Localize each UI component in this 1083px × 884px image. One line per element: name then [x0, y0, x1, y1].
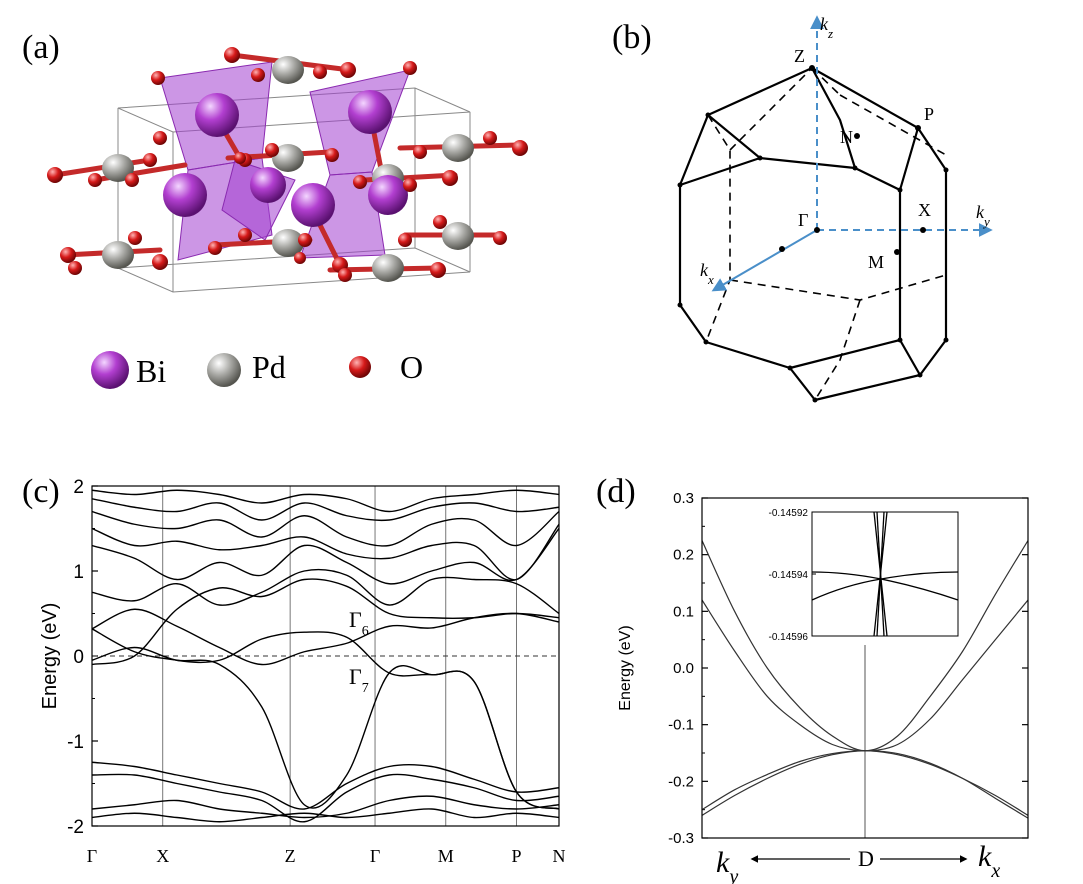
bi-legend-icon [91, 351, 129, 389]
d-ytick-label: 0.1 [673, 603, 694, 620]
c-ytick-label: 1 [73, 562, 84, 583]
kz-axis-label: kz [820, 14, 833, 41]
gamma6-label: Γ6 [349, 607, 369, 639]
bz-points [677, 65, 949, 403]
d-ytick-label: -0.2 [668, 773, 694, 790]
o-atoms [47, 47, 528, 282]
c-band-line [92, 523, 559, 581]
c-band-line [92, 510, 559, 547]
point-x-label: X [918, 200, 931, 220]
o-legend-label: O [400, 349, 423, 385]
point-gamma-label: Γ [798, 210, 808, 230]
d-ytick-label: -0.1 [668, 717, 694, 734]
panel-c-label: (c) [22, 473, 60, 510]
c-band-line [92, 498, 559, 522]
bz-solid-edges [678, 66, 948, 402]
inset-yticks: -0.14592 -0.14594 -0.14596 [769, 508, 816, 643]
d-band-line [702, 750, 1028, 819]
d-right-label: kx [978, 840, 1000, 882]
c-band-line [92, 568, 559, 615]
bi-legend-label: Bi [136, 353, 166, 389]
panel-a: (a) [22, 29, 528, 389]
c-ytick-label: -1 [67, 732, 84, 753]
c-kpoint-label: X [156, 846, 169, 866]
c-ytick-label: 2 [73, 477, 84, 498]
panel-a-label: (a) [22, 29, 60, 66]
o-legend-icon [349, 356, 371, 378]
panel-b: (b) [612, 14, 993, 403]
gamma7-label: Γ7 [349, 664, 369, 696]
panel-c-bands [92, 489, 559, 823]
c-band-line [92, 628, 559, 810]
d-left-label: ky [716, 846, 738, 884]
c-band-line [92, 761, 559, 810]
c-ytick-label: -2 [67, 817, 84, 838]
bz-dashed-edges [705, 67, 947, 401]
c-kpoint-label: Z [285, 846, 296, 866]
panel-c-yticks: -2 -1 0 1 2 [67, 477, 98, 838]
panel-d-bands [702, 540, 1028, 819]
bz-axes [711, 15, 993, 292]
c-kpoint-label: N [553, 846, 566, 866]
kx-axis-label: kx [700, 260, 714, 287]
c-band-line [92, 528, 559, 585]
panel-d-frame [701, 497, 1029, 839]
panel-c: (c) Energy (eV) -2 -1 0 1 2 Γ X Z Γ M P N Γ6 Γ7 [22, 473, 566, 866]
inset-ytick-label: -0.14594 [769, 570, 809, 581]
point-p-label: P [924, 104, 934, 124]
c-kpoint-label: Γ [87, 846, 97, 866]
panel-d-label: (d) [596, 473, 636, 510]
c-band-line [92, 578, 559, 666]
d-ytick-label: -0.3 [668, 830, 694, 847]
panel-d-inset: -0.14592 -0.14594 -0.14596 [769, 508, 959, 643]
d-center-label: D [858, 846, 874, 871]
panel-c-frame [91, 485, 560, 827]
c-kpoint-label: P [512, 846, 522, 866]
panel-c-ylabel: Energy (eV) [39, 603, 61, 710]
c-band-line [92, 808, 559, 823]
point-n-label: N [840, 127, 853, 147]
c-band-line [92, 795, 559, 819]
c-band-line [92, 489, 559, 513]
bi-atoms [163, 90, 408, 227]
point-z-label: Z [794, 46, 805, 66]
point-m-label: M [868, 252, 884, 272]
panel-d-ylabel: Energy (eV) [617, 625, 634, 710]
inset-ytick-label: -0.14592 [769, 508, 809, 519]
atom-legend: Bi Pd O [91, 349, 423, 389]
pd-legend-icon [207, 353, 241, 387]
d-ytick-label: 0.2 [673, 547, 694, 564]
pd-atoms [102, 56, 474, 282]
brillouin-zone: kz ky kx Z P N Γ X M [677, 14, 993, 403]
c-band-line [92, 773, 559, 823]
pd-legend-label: Pd [252, 349, 286, 385]
crystal-structure [47, 47, 528, 293]
panel-d: (d) Energy (eV) -0.3 -0.2 -0.1 0.0 0.1 0.2 0.3… [596, 473, 1029, 884]
c-kpoint-label: M [438, 846, 454, 866]
d-ytick-label: 0.3 [673, 490, 694, 507]
c-kpoint-label: Γ [370, 846, 380, 866]
ky-axis-label: ky [976, 202, 990, 229]
inset-bands [811, 511, 959, 637]
panel-b-label: (b) [612, 19, 652, 56]
d-ytick-label: 0.0 [673, 660, 694, 677]
inset-ytick-label: -0.14596 [769, 632, 809, 643]
c-ytick-label: 0 [73, 647, 84, 668]
